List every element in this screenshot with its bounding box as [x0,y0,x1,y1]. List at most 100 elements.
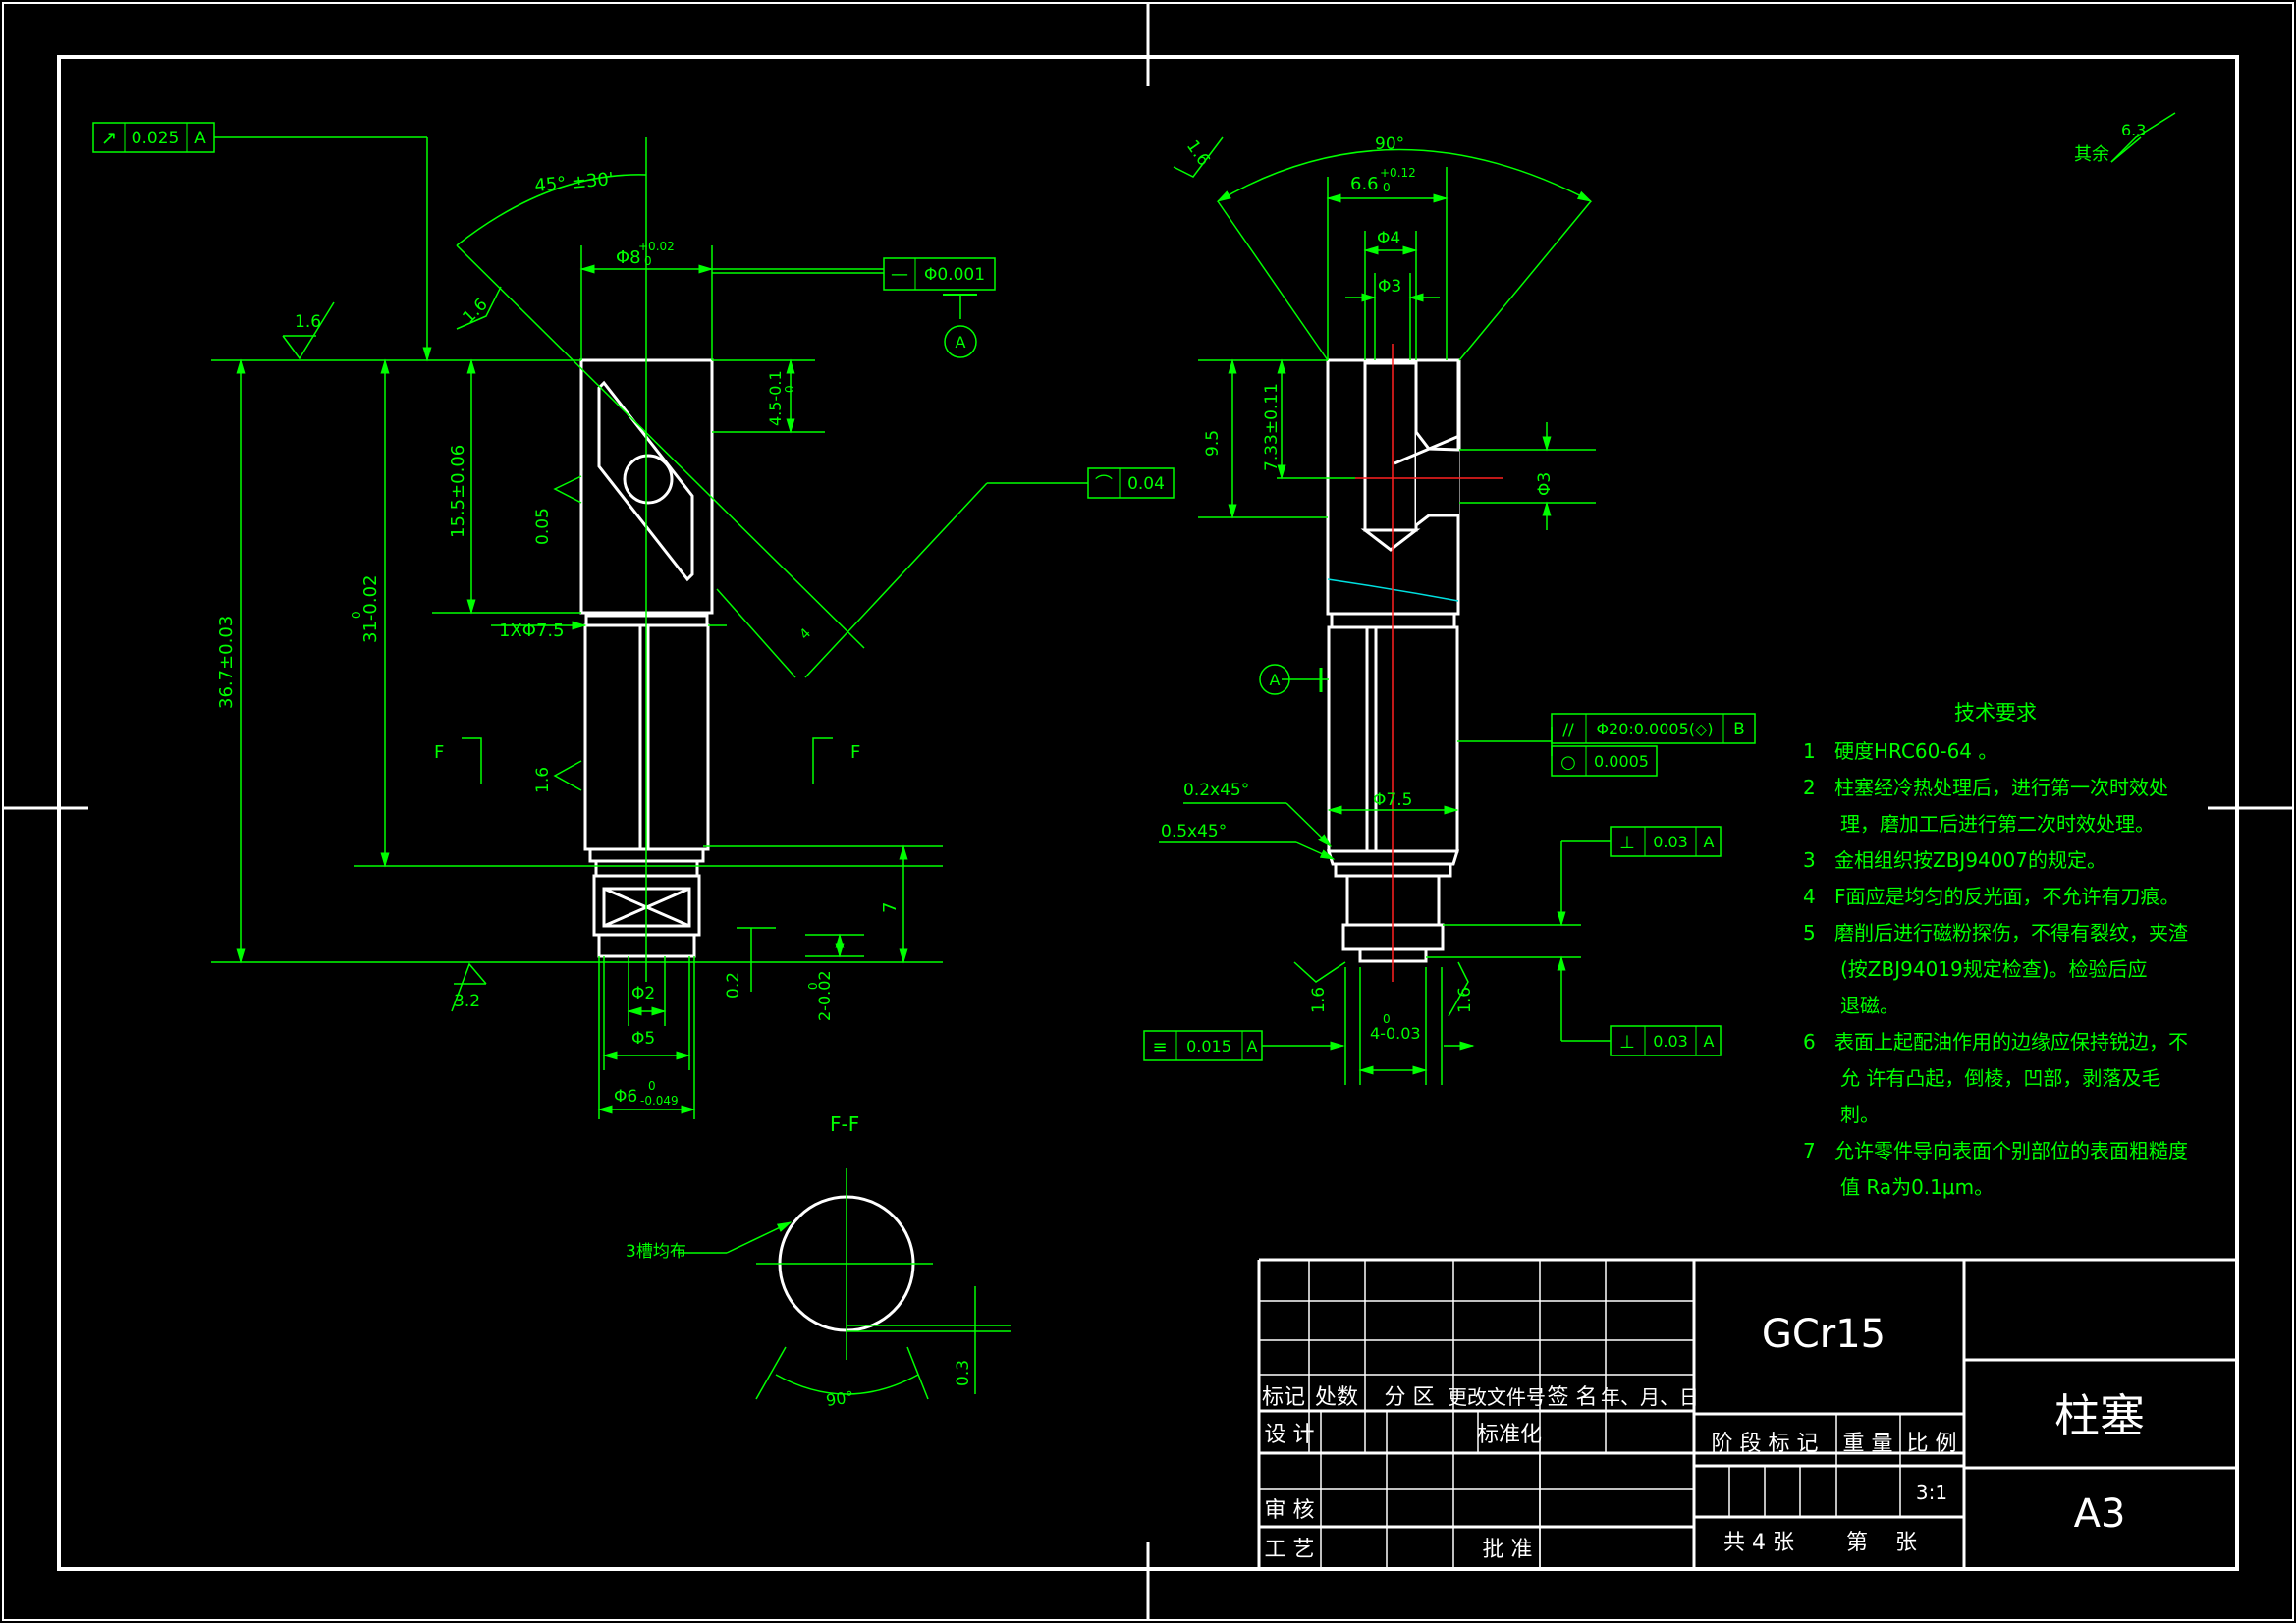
tech-req-number: 3 [1803,848,1816,872]
tech-req-line: (按ZBJ94019规定检查)。检验后应 [1840,957,2148,981]
svg-text:设 计: 设 计 [1265,1423,1315,1447]
svg-text:○: ○ [1560,752,1576,773]
tech-req-line: 柱塞经冷热处理后，进行第一次时效处 [1834,776,2168,799]
parallelism-tolerance-frame: // Φ20:0.0005(◇) B [1551,713,1756,744]
svg-text:0.03: 0.03 [1653,1032,1688,1051]
svg-text:6.6: 6.6 [1350,174,1379,194]
tech-req-line: 硬度HRC60-64 。 [1834,739,1997,763]
tech-req-number: 2 [1803,776,1816,799]
svg-text:0.025: 0.025 [132,129,180,148]
part-name: 柱塞 [2054,1389,2145,1442]
svg-text:3槽均布: 3槽均布 [626,1242,686,1262]
svg-text:15.5±0.06: 15.5±0.06 [448,445,468,538]
svg-text:-0.049: -0.049 [640,1094,679,1108]
svg-text:1.6: 1.6 [1309,987,1329,1013]
svg-text:↗: ↗ [101,126,118,149]
svg-text:0: 0 [1383,1012,1391,1026]
svg-text:0: 0 [783,385,796,393]
svg-text:1.6: 1.6 [459,295,491,327]
sheet-size: A3 [2074,1491,2126,1537]
svg-text:1.6: 1.6 [1182,136,1214,170]
svg-text:0: 0 [648,1079,656,1093]
svg-text:4.5-0.1: 4.5-0.1 [766,370,785,426]
svg-text:1.6: 1.6 [533,767,553,793]
svg-text:0.5x45°: 0.5x45° [1161,822,1227,841]
tech-req-line: 值 Ra为0.1μm。 [1840,1175,1994,1199]
tech-req-line: 理，磨加工后进行第二次时效处理。 [1840,812,2155,836]
svg-text:⌒: ⌒ [1095,474,1113,495]
svg-text:Φ0.001: Φ0.001 [924,265,985,285]
svg-text:0.03: 0.03 [1653,833,1688,851]
svg-text:0.05: 0.05 [533,508,553,545]
left-dimension-texts: 45° ±30' Φ8 +0.02 0 1.6 1.6 4.5-0.1 0 15… [216,169,901,1108]
svg-text:更改文件号: 更改文件号 [1448,1385,1546,1409]
svg-text:阶 段 标 记: 阶 段 标 记 [1712,1432,1819,1456]
svg-text:A: A [1247,1037,1258,1055]
svg-text:B: B [1733,720,1745,739]
svg-text:9.5: 9.5 [1203,430,1223,457]
svg-text:2-0.02: 2-0.02 [815,970,834,1021]
flatness-tolerance-frame: — Φ0.001 A [883,257,996,358]
svg-text:工 艺: 工 艺 [1265,1538,1315,1562]
svg-text:+0.02: +0.02 [638,240,675,253]
right-part-outline [1326,358,1461,963]
runout-tolerance-frame: ↗ 0.025 A [92,122,215,153]
tech-req-line: F面应是均匀的反光面，不允许有刀痕。 [1834,885,2180,908]
svg-text:4-0.03: 4-0.03 [1370,1024,1421,1043]
svg-text:3.2: 3.2 [454,992,480,1011]
svg-text:A: A [1704,833,1715,851]
section-ff: F-F 3槽均布 90° 0.3 [626,1112,1011,1410]
svg-text:0.3: 0.3 [954,1360,973,1386]
tech-req-line: 允 许有凸起，倒棱，凹部，剥落及毛 [1840,1066,2160,1090]
svg-text:4: 4 [797,625,815,643]
svg-text:0.015: 0.015 [1186,1037,1231,1055]
profile-tolerance-frame: ⌒ 0.04 [1087,467,1175,499]
tech-req-title: 技术要求 [1954,701,2037,725]
svg-text:0.0005: 0.0005 [1594,752,1649,771]
svg-text:签 名: 签 名 [1548,1385,1598,1410]
title-block-texts: GCr15 柱塞 A3 3:1 标记 处数 分 区 更改文件号 签 名 年、月、… [1262,1312,2145,1562]
svg-text:⊥: ⊥ [1619,1032,1635,1053]
material: GCr15 [1762,1312,1886,1357]
svg-text:1.6: 1.6 [1455,987,1475,1013]
svg-text:6.3: 6.3 [2121,121,2146,139]
svg-text:A: A [1270,671,1281,689]
svg-text:F: F [434,742,444,763]
title-block: GCr15 柱塞 A3 3:1 标记 处数 分 区 更改文件号 签 名 年、月、… [1257,1258,2237,1569]
tech-req-line: 允许零件导向表面个别部位的表面粗糙度 [1834,1139,2188,1163]
svg-text:0: 0 [644,254,652,268]
svg-text:年、月、日: 年、月、日 [1601,1385,1699,1409]
svg-text:45° ±30': 45° ±30' [534,169,615,196]
perpendicularity-frame-1: ⊥ 0.03 A [1610,826,1722,857]
svg-text:Φ7.5: Φ7.5 [1373,790,1412,810]
svg-text:分 区: 分 区 [1385,1385,1435,1410]
tech-req-line: 磨削后进行磁粉探伤，不得有裂纹，夹渣 [1834,921,2188,945]
svg-text:F-F: F-F [830,1112,859,1136]
svg-text:第: 第 [1846,1531,1868,1555]
svg-text:0.2: 0.2 [724,972,743,999]
svg-text:—: — [891,264,908,285]
left-view: ↗ 0.025 A — Φ0.001 A ⌒ 0.04 [92,122,1175,1119]
svg-text:Φ3: Φ3 [1535,472,1555,496]
tech-req-line: 刺。 [1840,1103,1880,1126]
svg-text:Φ3: Φ3 [1378,277,1401,297]
svg-text:≡: ≡ [1152,1037,1167,1057]
tech-req-line: 表面上起配油作用的边缘应保持锐边，不 [1834,1030,2188,1054]
scale: 3:1 [1916,1481,1947,1504]
svg-text:比 例: 比 例 [1907,1432,1957,1456]
svg-text:0: 0 [1383,181,1391,194]
svg-text:7.33±0.11: 7.33±0.11 [1262,383,1282,471]
svg-text:Φ5: Φ5 [631,1029,655,1049]
left-roughness-symbols [282,286,582,1012]
svg-text:90°: 90° [825,1387,855,1410]
svg-text:0: 0 [350,611,363,619]
tech-req-line: 金相组织按ZBJ94007的规定。 [1834,848,2106,872]
svg-text:36.7±0.03: 36.7±0.03 [216,616,237,709]
svg-text:重 量: 重 量 [1843,1432,1893,1456]
svg-text:90°: 90° [1375,135,1404,154]
svg-text:Φ4: Φ4 [1377,229,1400,248]
svg-text:7: 7 [880,902,901,913]
